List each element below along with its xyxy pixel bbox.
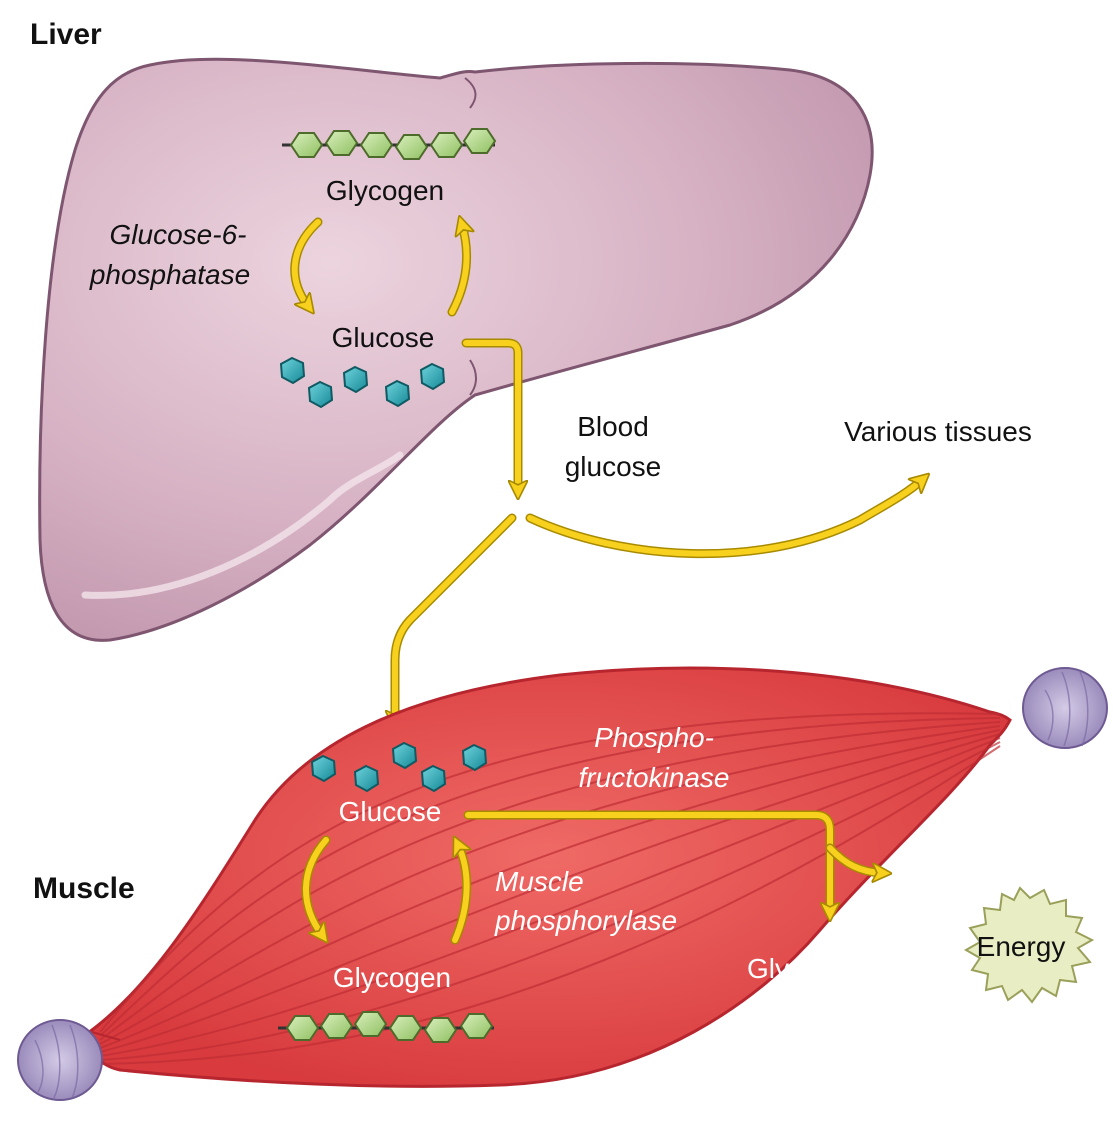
energy-label: Energy — [977, 931, 1066, 962]
blood-glucose-label-line1: Blood — [577, 411, 649, 442]
muscle-title: Muscle — [33, 872, 135, 905]
muscle-glycogen-chain — [278, 1011, 494, 1043]
various-tissues-label: Various tissues — [844, 416, 1032, 447]
phosphorylase-label-line2: phosphorylase — [494, 905, 677, 936]
liver-enzyme-label-line2: phosphatase — [89, 259, 250, 290]
muscle-arrows — [301, 810, 882, 940]
blood-glucose-label-line2: glucose — [565, 451, 662, 482]
liver-glucose-molecules — [279, 356, 446, 409]
pfk-label-line2: fructokinase — [579, 762, 730, 793]
liver-title: Liver — [30, 18, 102, 51]
phosphorylase-label-line1: Muscle — [495, 866, 584, 897]
atp-label: ATP — [915, 861, 967, 892]
liver-shape — [38, 57, 874, 642]
liver-enzyme-label-line1: Glucose-6- — [110, 219, 247, 250]
liver-lobe-division — [464, 77, 477, 396]
liver-glycogen-chain — [282, 128, 497, 160]
blood-glucose-arrows — [395, 480, 922, 720]
muscle-tendon-right — [1022, 667, 1108, 749]
liver-arrows — [290, 222, 518, 490]
liver-glucose-label: Glucose — [332, 322, 435, 353]
glycolysis-label: Glycolysis — [747, 953, 873, 984]
muscle-tendon-left — [17, 1019, 121, 1101]
liver-glycogen-label: Glycogen — [326, 175, 444, 206]
energy-star-shape — [963, 886, 1095, 1004]
liver-highlight — [81, 451, 404, 599]
liver-organ — [38, 57, 874, 642]
muscle-glucose-label: Glucose — [339, 796, 442, 827]
muscle-glucose-molecules — [310, 741, 488, 793]
energy-burst — [963, 886, 1095, 1004]
muscle-glycogen-label: Glycogen — [333, 962, 451, 993]
pfk-label-line1: Phospho- — [594, 722, 714, 753]
